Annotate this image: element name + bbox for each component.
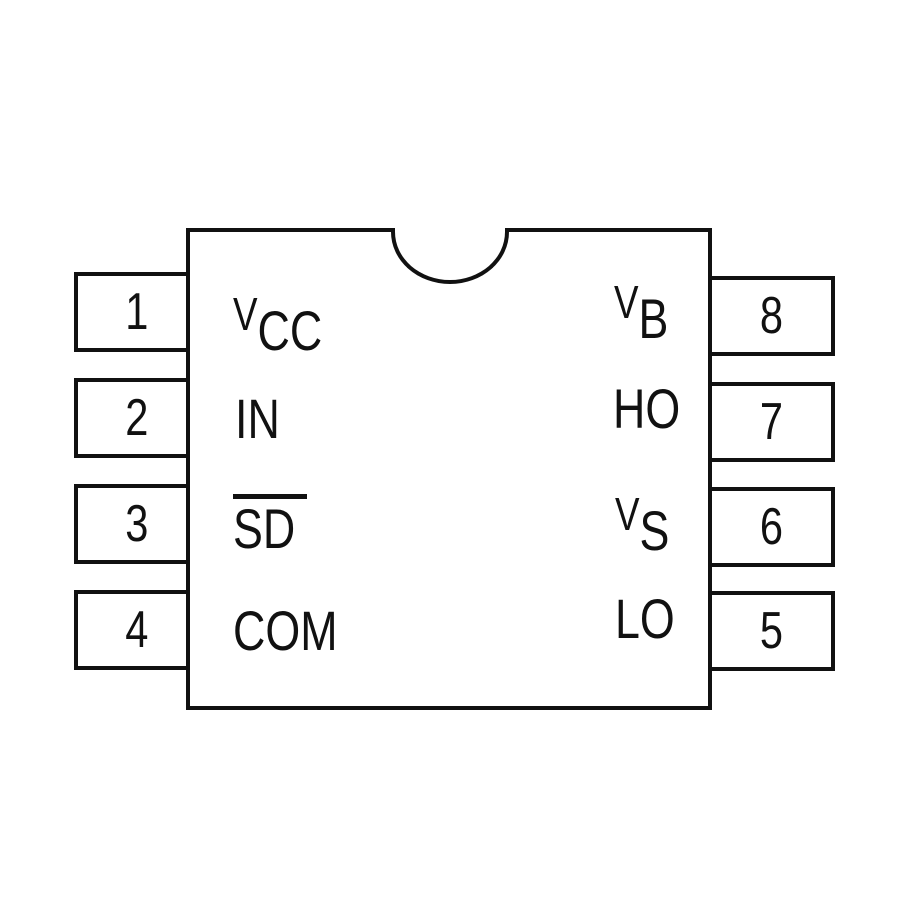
pin-box-5: 5	[712, 591, 835, 671]
pin-box-1: 1	[74, 272, 186, 352]
pin-label-in: IN	[235, 391, 280, 447]
pin-number-2: 2	[125, 389, 149, 447]
pin-label-vcc: VCC	[233, 283, 322, 359]
pin-label-vcc-subscript: CC	[257, 299, 323, 362]
pin-number-5: 5	[759, 602, 784, 660]
pin-label-sd-main: SD	[233, 497, 296, 560]
pin-box-3: 3	[74, 484, 186, 564]
pin-number-4: 4	[125, 601, 149, 659]
pin-label-com: COM	[233, 603, 338, 659]
pin-number-6: 6	[759, 498, 784, 556]
pin-label-ho-main: HO	[613, 377, 681, 440]
pin-label-in-main: IN	[235, 387, 280, 450]
pin-number-7: 7	[759, 393, 784, 451]
pin-number-8: 8	[759, 287, 784, 345]
pin-box-4: 4	[74, 590, 186, 670]
pin-box-2: 2	[74, 378, 186, 458]
pin-label-lo-main: LO	[615, 587, 675, 650]
pin-box-8: 8	[712, 276, 835, 356]
pin-label-vs-main: V	[615, 488, 640, 540]
pin-label-vs: VS	[615, 483, 669, 559]
pin-label-vb: VB	[614, 271, 668, 347]
pin-label-com-main: COM	[233, 599, 338, 662]
pin-number-1: 1	[125, 283, 149, 341]
ic-body	[186, 228, 712, 710]
pin-label-ho: HO	[613, 381, 680, 437]
pin-number-3: 3	[125, 495, 149, 553]
pin-label-vb-subscript: B	[638, 287, 669, 350]
pin-label-vb-main: V	[614, 276, 639, 328]
pin-box-6: 6	[712, 487, 835, 567]
pin-label-vcc-main: V	[233, 288, 258, 340]
pin-label-lo: LO	[615, 591, 675, 647]
sd-active-low-overbar	[233, 494, 307, 499]
pin-label-sd: SD	[233, 501, 295, 557]
pin-label-vs-subscript: S	[639, 499, 670, 562]
pin-box-7: 7	[712, 382, 835, 462]
